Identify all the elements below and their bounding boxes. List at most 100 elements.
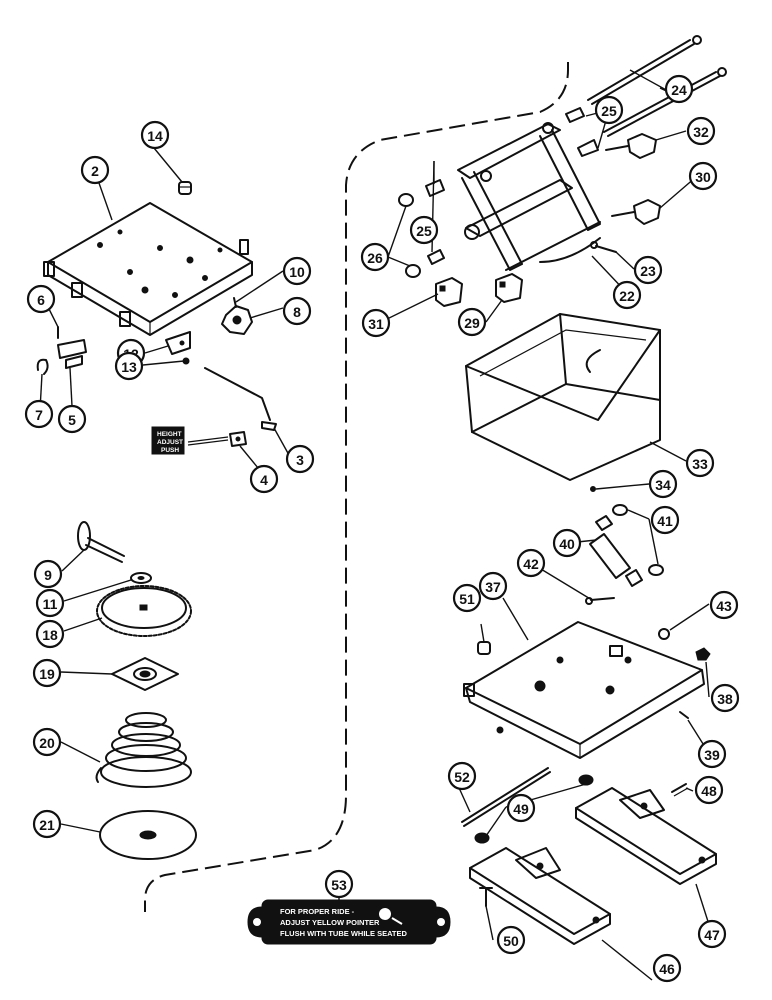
callout-18-label: 18 [42, 627, 58, 643]
callout-21: 21 [32, 809, 62, 839]
callout-42: 42 [516, 548, 546, 578]
part-20-spring [95, 712, 192, 788]
callout-51-label: 51 [459, 591, 475, 607]
callout-11: 11 [35, 588, 65, 618]
callout-41-label: 41 [657, 513, 673, 529]
callout-23: 23 [633, 255, 663, 285]
part-47-slide-rail [575, 787, 717, 885]
part-9-knob [77, 521, 125, 563]
callout-14: 14 [140, 120, 170, 150]
callout-5-label: 5 [68, 412, 76, 428]
part-51-nut [477, 641, 491, 655]
callout-25-lower: 25 [409, 215, 439, 245]
part-12-bracket [165, 331, 191, 355]
decal-text-line-3: PUSH [161, 447, 179, 454]
part-22-scissor-frame [457, 122, 601, 271]
callout-32: 32 [686, 116, 716, 146]
callout-40: 40 [552, 528, 582, 558]
callout-39-label: 39 [704, 747, 720, 763]
callout-52: 52 [447, 761, 477, 791]
callout-33: 33 [685, 448, 715, 478]
part-40-shock [589, 515, 643, 587]
callout-6: 6 [26, 284, 56, 314]
callout-49-label: 49 [513, 801, 529, 817]
part-43-nut [658, 628, 670, 640]
callout-38: 38 [710, 683, 740, 713]
part-4-decal: HEIGHT ADJUST PUSH [151, 426, 247, 455]
callout-29: 29 [457, 307, 487, 337]
callout-20-label: 20 [39, 735, 55, 751]
callout-33-label: 33 [692, 456, 708, 472]
part-21-disc [99, 810, 197, 860]
callout-34: 34 [648, 469, 678, 499]
callout-25-upper-label: 25 [601, 103, 617, 119]
callout-32-label: 32 [693, 124, 709, 140]
callout-18: 18 [35, 619, 65, 649]
callout-3: 3 [285, 444, 315, 474]
callout-8: 8 [282, 296, 312, 326]
callout-26: 26 [360, 242, 390, 272]
decal-text-line-1: HEIGHT [157, 431, 182, 438]
callout-43-label: 43 [716, 598, 732, 614]
callout-25-upper: 25 [594, 95, 624, 125]
callout-42-label: 42 [523, 556, 539, 572]
callout-50: 50 [496, 925, 526, 955]
part-46-slide-rail [469, 847, 611, 945]
decal-53-line-1: FOR PROPER RIDE - [280, 907, 355, 916]
part-53-decal: FOR PROPER RIDE - ADJUST YELLOW POINTER … [247, 899, 451, 945]
part-14-nut [178, 181, 192, 195]
part-19-bearing [111, 657, 179, 691]
callout-43: 43 [709, 590, 739, 620]
callout-13-label: 13 [121, 359, 137, 375]
part-2-plate [43, 202, 253, 336]
callout-46: 46 [652, 953, 682, 983]
callout-7: 7 [24, 399, 54, 429]
callout-53-label: 53 [331, 877, 347, 893]
callout-53: 53 [324, 869, 354, 899]
callout-31-label: 31 [368, 316, 384, 332]
callout-52-label: 52 [454, 769, 470, 785]
callout-11-label: 11 [43, 596, 58, 612]
callout-10: 10 [282, 256, 312, 286]
callout-6-label: 6 [37, 292, 45, 308]
part-23-pin [590, 241, 617, 253]
part-11-washer [130, 572, 152, 584]
part-10-pin [233, 297, 237, 308]
part-18-gear [96, 585, 192, 637]
part-5-latch [57, 339, 87, 369]
part-52-rod [461, 767, 551, 827]
callout-48: 48 [694, 775, 724, 805]
callout-19: 19 [32, 658, 62, 688]
callout-41: 41 [650, 505, 680, 535]
callout-22-label: 22 [619, 288, 635, 304]
callout-4: 4 [249, 464, 279, 494]
callout-48-label: 48 [701, 783, 717, 799]
callout-14-label: 14 [147, 128, 163, 144]
callout-39: 39 [697, 739, 727, 769]
callout-31: 31 [361, 308, 391, 338]
callout-10-label: 10 [289, 264, 305, 280]
part-31-block [435, 277, 463, 307]
callout-2-label: 2 [91, 163, 99, 179]
callout-5: 5 [57, 404, 87, 434]
callout-24: 24 [664, 74, 694, 104]
callout-2: 2 [80, 155, 110, 185]
part-8-knob [221, 305, 253, 335]
callout-47-label: 47 [704, 927, 720, 943]
callout-25-lower-label: 25 [416, 223, 432, 239]
callout-8-label: 8 [293, 304, 301, 320]
callout-30-label: 30 [695, 169, 711, 185]
callout-4-label: 4 [260, 472, 268, 488]
group-separator-line [144, 62, 569, 912]
decal-53-line-3: FLUSH WITH TUBE WHILE SEATED [280, 929, 408, 938]
callout-37-label: 37 [485, 579, 501, 595]
part-50-bolt [479, 887, 493, 907]
callout-9: 9 [33, 559, 63, 589]
callout-34-label: 34 [655, 477, 671, 493]
leader-lines [39, 69, 713, 981]
callout-51: 51 [452, 583, 482, 613]
part-33-boot [465, 313, 661, 481]
part-25-spacers-lower [425, 179, 445, 265]
part-25-spacers-upper [565, 107, 599, 157]
